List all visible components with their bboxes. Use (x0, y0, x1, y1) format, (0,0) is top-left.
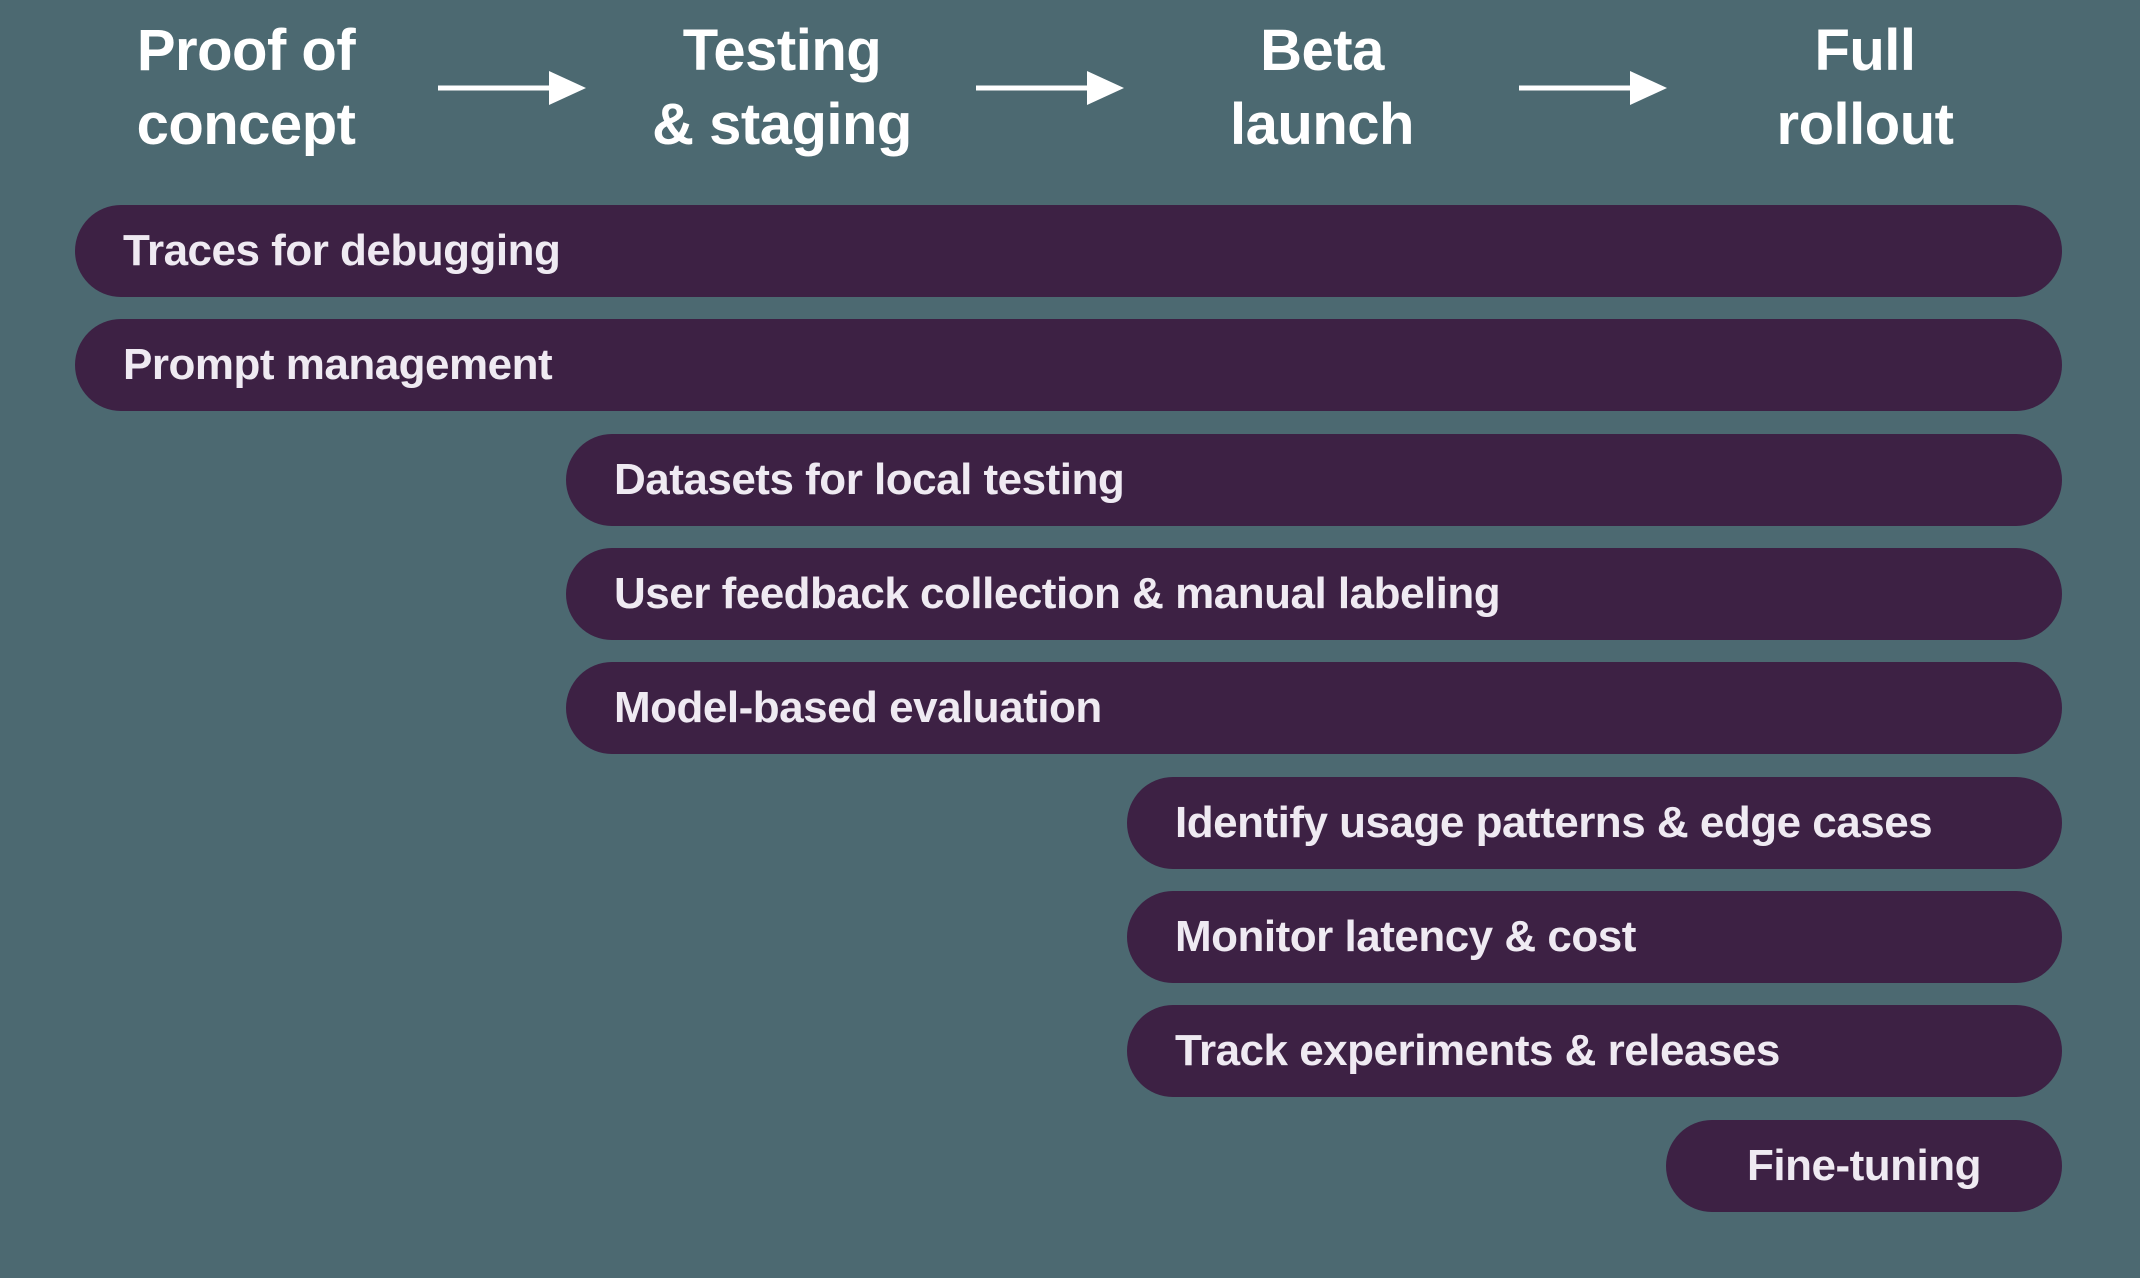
bar-label: Traces for debugging (123, 226, 561, 275)
bar-label: User feedback collection & manual labeli… (614, 569, 1501, 618)
stage-label-line: & staging (652, 92, 912, 157)
bar-label: Monitor latency & cost (1175, 912, 1636, 961)
stage-testing-staging: Testing & staging (652, 14, 912, 162)
bar-label: Identify usage patterns & edge cases (1175, 798, 1933, 847)
stage-full-rollout: Full rollout (1777, 14, 1954, 162)
bar-model-based-evaluation: Model-based evaluation (566, 662, 2062, 754)
bar-user-feedback-collection: User feedback collection & manual labeli… (566, 548, 2062, 640)
stage-beta-launch: Beta launch (1230, 14, 1414, 162)
stage-label-line: Proof of (136, 18, 356, 83)
bar-label: Prompt management (123, 340, 553, 389)
stage-proof-of-concept: Proof of concept (137, 14, 356, 162)
bar-label: Model-based evaluation (614, 683, 1102, 732)
bar-label: Datasets for local testing (614, 455, 1125, 504)
stage-label-line: concept (136, 92, 356, 157)
stage-label-line: launch (1230, 92, 1414, 157)
bar-fine-tuning: Fine-tuning (1666, 1120, 2062, 1212)
stage-label-line: rollout (1776, 92, 1954, 157)
stage-label-line: Beta (1260, 18, 1384, 83)
bar-datasets-for-local-testing: Datasets for local testing (566, 434, 2062, 526)
bar-identify-usage-patterns: Identify usage patterns & edge cases (1127, 777, 2062, 869)
bar-monitor-latency-cost: Monitor latency & cost (1127, 891, 2062, 983)
bar-track-experiments-releases: Track experiments & releases (1127, 1005, 2062, 1097)
bar-label: Track experiments & releases (1175, 1026, 1780, 1075)
stage-label-line: Full (1814, 18, 1916, 83)
arrow-right-icon (1519, 71, 1667, 105)
stage-label-line: Testing (682, 18, 882, 83)
arrow-right-icon (438, 71, 586, 105)
arrow-right-icon (976, 71, 1124, 105)
bar-label: Fine-tuning (1747, 1141, 1982, 1190)
bar-traces-for-debugging: Traces for debugging (75, 205, 2062, 297)
bar-prompt-management: Prompt management (75, 319, 2062, 411)
